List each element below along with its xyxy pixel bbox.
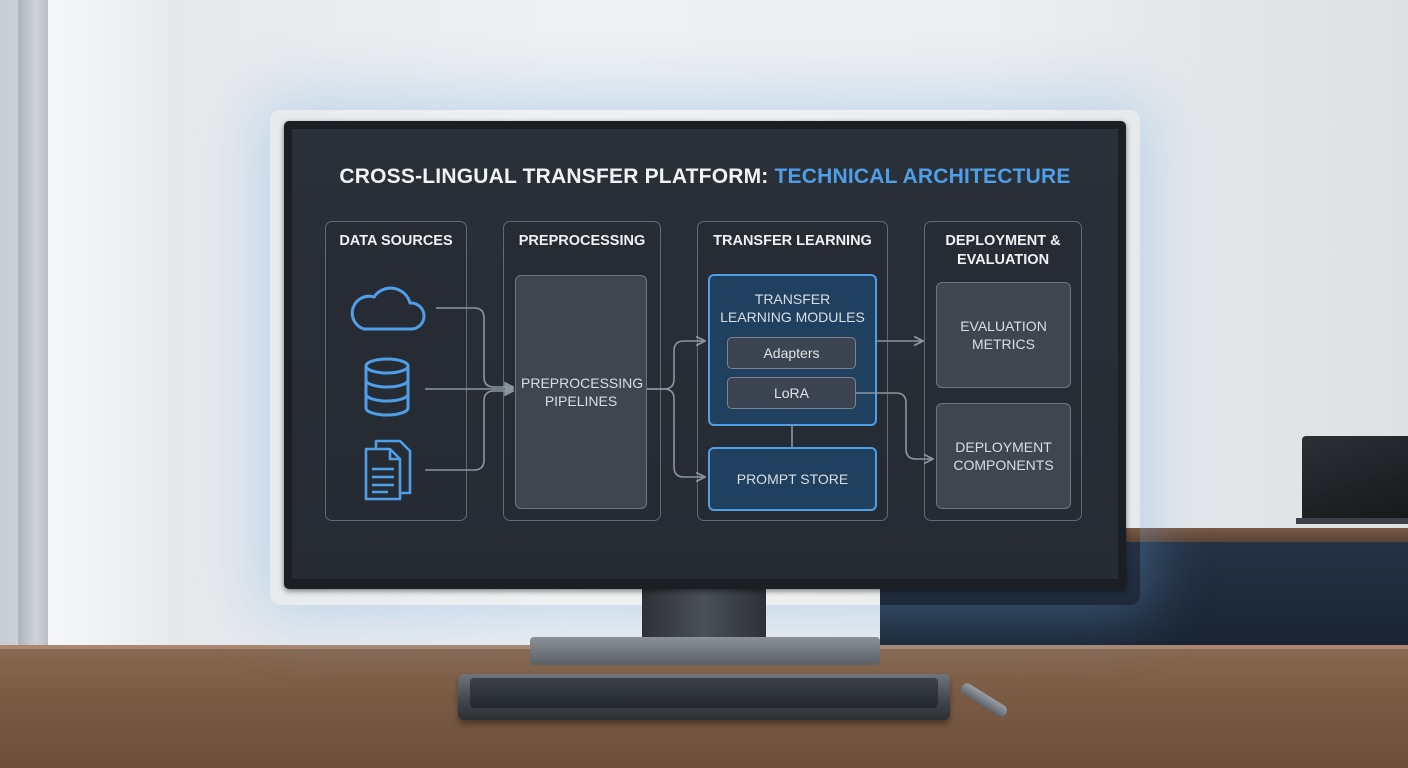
window-frame <box>18 0 48 645</box>
database-icon <box>362 357 412 417</box>
monitor-screen: CROSS-LINGUAL TRANSFER PLATFORM: TECHNIC… <box>292 129 1118 579</box>
column-heading-deployment-evaluation: DEPLOYMENT & EVALUATION <box>945 233 1061 268</box>
column-heading-preprocessing: PREPROCESSING <box>518 233 646 249</box>
prompt-store-label: PROMPT STORE <box>736 471 849 487</box>
transfer-learning-modules-label: TRANSFER LEARNING MODULES <box>720 291 865 325</box>
monitor-stand-base-top <box>470 678 938 708</box>
laptop <box>1302 436 1408 522</box>
title-accent: TECHNICAL ARCHITECTURE <box>774 165 1071 188</box>
connector-document-to-preprocessing <box>425 391 512 471</box>
column-heading-data-sources: DATA SOURCES <box>339 233 453 249</box>
title-main: CROSS-LINGUAL TRANSFER PLATFORM: <box>339 165 775 188</box>
column-heading-transfer-learning: TRANSFER LEARNING <box>713 233 872 249</box>
connector-layer <box>425 307 1118 579</box>
preprocessing-pipelines-box[interactable]: PREPROCESSING PIPELINES <box>515 275 647 509</box>
connector-cloud-to-preprocessing <box>436 307 512 387</box>
connector-preprocessing-to-modules <box>647 341 704 390</box>
diagram-title: CROSS-LINGUAL TRANSFER PLATFORM: TECHNIC… <box>292 165 1118 189</box>
deployment-components-box[interactable]: DEPLOYMENT COMPONENTS <box>936 403 1071 509</box>
lora-module[interactable]: LoRA <box>727 377 856 409</box>
document-icon <box>362 437 414 501</box>
connector-preprocessing-to-prompt-store <box>647 388 704 477</box>
evaluation-metrics-box[interactable]: EVALUATION METRICS <box>936 282 1071 388</box>
preprocessing-pipelines-label: PREPROCESSING PIPELINES <box>521 375 644 409</box>
monitor-stand-collar <box>530 637 880 665</box>
window-light <box>48 0 168 645</box>
connector-lora-to-deployment <box>856 392 932 459</box>
cloud-icon <box>348 281 428 333</box>
prompt-store-box[interactable]: PROMPT STORE <box>708 447 877 511</box>
sideboard-top <box>1120 528 1408 542</box>
adapters-module[interactable]: Adapters <box>727 337 856 369</box>
deployment-components-label: DEPLOYMENT COMPONENTS <box>953 439 1054 473</box>
laptop-base <box>1296 518 1408 524</box>
evaluation-metrics-label: EVALUATION METRICS <box>960 318 1047 352</box>
